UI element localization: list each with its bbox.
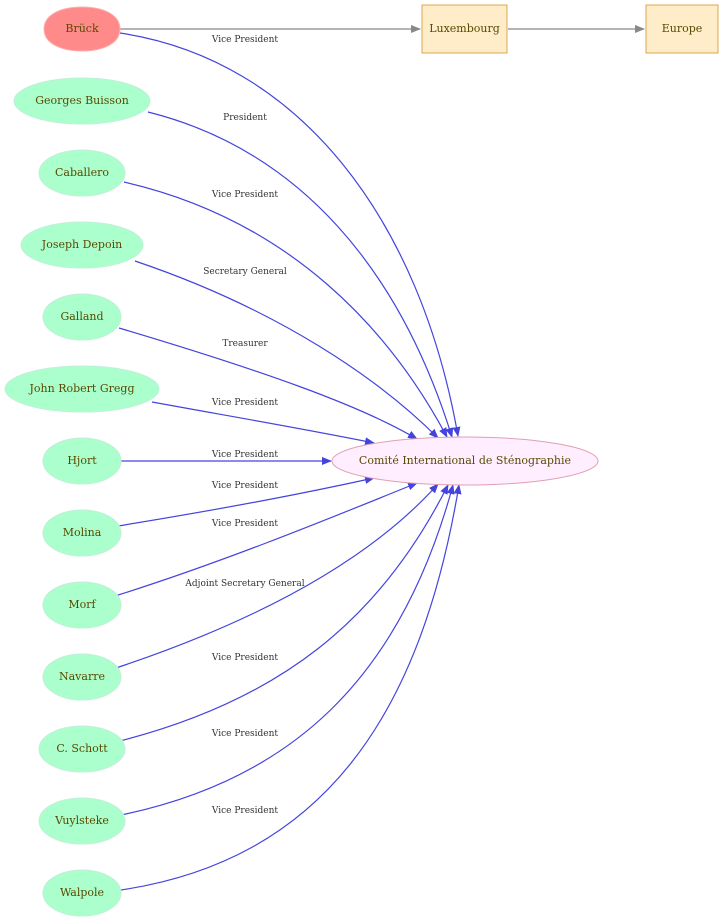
node-molina-shape	[42, 509, 122, 557]
node-john-robert-gregg[interactable]: John Robert Gregg	[4, 365, 160, 413]
node-john-robert-gregg-label: John Robert Gregg	[29, 382, 135, 395]
node-joseph-depoin[interactable]: Joseph Depoin	[20, 221, 144, 269]
edge-label-depoin: Secretary General	[203, 267, 287, 277]
edge-vuylsteke-to-committee	[120, 484, 455, 816]
node-caballero[interactable]: Caballero	[38, 149, 126, 197]
node-europe-shape	[645, 4, 719, 54]
edge-label-navarre: Adjoint Secretary General	[184, 579, 304, 589]
node-molina-label: Molina	[63, 526, 102, 539]
node-navarre-shape	[42, 653, 122, 701]
node-navarre[interactable]: Navarre	[42, 653, 122, 701]
edge-depoin-to-committee	[134, 260, 439, 439]
node-walpole-shape	[42, 869, 122, 917]
node-georges-buisson[interactable]: Georges Buisson	[13, 77, 151, 125]
edge-label-vuylsteke: Vice President	[211, 729, 279, 739]
edge-label-caballero: Vice President	[211, 190, 279, 200]
node-navarre-label: Navarre	[59, 670, 105, 683]
edge-label-schott: Vice President	[211, 653, 279, 663]
edge-label-molina: Vice President	[211, 481, 279, 491]
edge-label-morf: Vice President	[211, 519, 279, 529]
edge-walpole-to-committee	[120, 484, 462, 891]
node-galland-label: Galland	[60, 310, 103, 323]
edge-buisson-to-committee	[147, 111, 454, 438]
node-walpole-label: Walpole	[60, 886, 104, 899]
node-bruck-label: Brück	[65, 22, 99, 35]
edge-label-walpole: Vice President	[211, 806, 279, 816]
edge-label-galland: Treasurer	[222, 339, 268, 349]
node-walpole[interactable]: Walpole	[42, 869, 122, 917]
edge-navarre-to-committee	[115, 483, 439, 669]
edge-galland-to-committee	[118, 327, 418, 440]
node-caballero-label: Caballero	[55, 166, 109, 179]
node-joseph-depoin-shape	[20, 221, 144, 269]
node-c-schott-label: C. Schott	[56, 742, 108, 755]
node-luxembourg-shape	[421, 4, 508, 54]
node-bruck-shape	[43, 6, 121, 52]
node-luxembourg-label: Luxembourg	[429, 22, 500, 35]
edge-molina-to-committee	[117, 476, 375, 527]
edge-label-buisson: President	[223, 113, 267, 123]
node-morf[interactable]: Morf	[42, 581, 122, 629]
node-c-schott[interactable]: C. Schott	[38, 725, 126, 773]
node-vuylsteke[interactable]: Vuylsteke	[38, 797, 126, 845]
node-comite-international-label: Comité International de Sténographie	[359, 454, 571, 467]
node-bruck[interactable]: Brück	[43, 6, 121, 52]
node-vuylsteke-label: Vuylsteke	[54, 814, 109, 827]
edge-label-gregg: Vice President	[211, 398, 279, 408]
edge-caballero-to-committee	[123, 181, 448, 438]
node-galland-shape	[42, 293, 122, 341]
node-comite-international[interactable]: Comité International de Sténographie	[331, 436, 599, 486]
edge-schott-to-committee	[119, 484, 449, 742]
node-georges-buisson-shape	[13, 77, 151, 125]
edge-label-hjort: Vice President	[211, 450, 279, 460]
node-hjort-label: Hjort	[67, 454, 97, 467]
node-georges-buisson-label: Georges Buisson	[35, 94, 129, 107]
edge-label-bruck: Vice President	[211, 35, 279, 45]
node-europe[interactable]: Europe	[645, 4, 719, 54]
node-galland[interactable]: Galland	[42, 293, 122, 341]
node-john-robert-gregg-shape	[4, 365, 160, 413]
node-morf-label: Morf	[68, 598, 96, 611]
node-hjort-shape	[42, 437, 122, 485]
node-luxembourg[interactable]: Luxembourg	[421, 4, 508, 54]
node-joseph-depoin-label: Joseph Depoin	[41, 238, 122, 251]
node-hjort[interactable]: Hjort	[42, 437, 122, 485]
node-morf-shape	[42, 581, 122, 629]
edge-gregg-to-committee	[151, 401, 375, 446]
node-c-schott-shape	[38, 725, 126, 773]
edge-morf-to-committee	[114, 482, 418, 597]
node-europe-label: Europe	[662, 22, 703, 35]
node-caballero-shape	[38, 149, 126, 197]
edges-layer	[114, 25, 645, 891]
node-comite-international-shape	[331, 436, 599, 486]
edge-bruck-to-committee	[119, 32, 461, 437]
node-molina[interactable]: Molina	[42, 509, 122, 557]
node-vuylsteke-shape	[38, 797, 126, 845]
